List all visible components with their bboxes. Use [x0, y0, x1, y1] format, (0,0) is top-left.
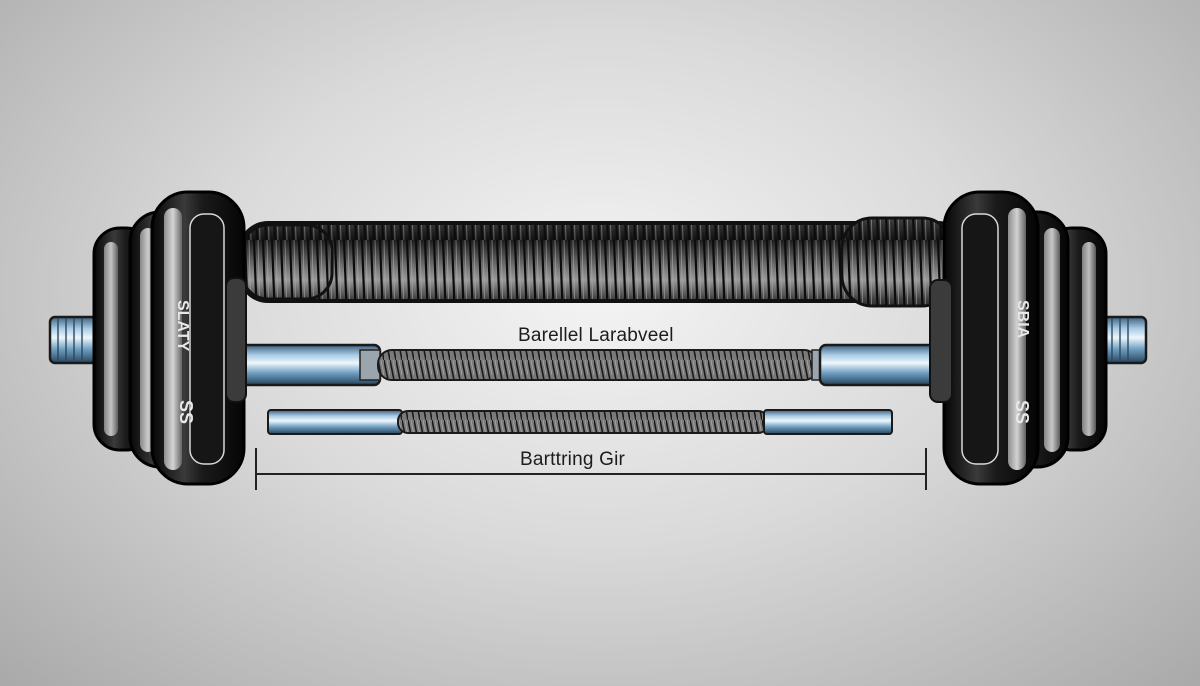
bar-label: Barellel Larabveel — [518, 325, 674, 346]
grip-bar — [267, 409, 893, 435]
left-weight-plates — [92, 190, 247, 486]
upper-knurled-bar — [238, 216, 968, 308]
grip-label: Barttring Gir — [520, 449, 626, 470]
weight-plate-icon — [929, 190, 1040, 486]
right-plate-stamp: SS — [1012, 400, 1032, 424]
weight-plate-icon — [150, 190, 247, 486]
right-weight-plates — [929, 190, 1108, 486]
middle-barbell — [238, 343, 944, 387]
right-plate-marking: SBIA — [1014, 300, 1031, 339]
left-plate-stamp: SS — [176, 400, 196, 424]
grip-dimension-line — [255, 448, 927, 490]
left-plate-marking: SLATY — [174, 300, 191, 352]
left-sleeve — [48, 315, 104, 365]
